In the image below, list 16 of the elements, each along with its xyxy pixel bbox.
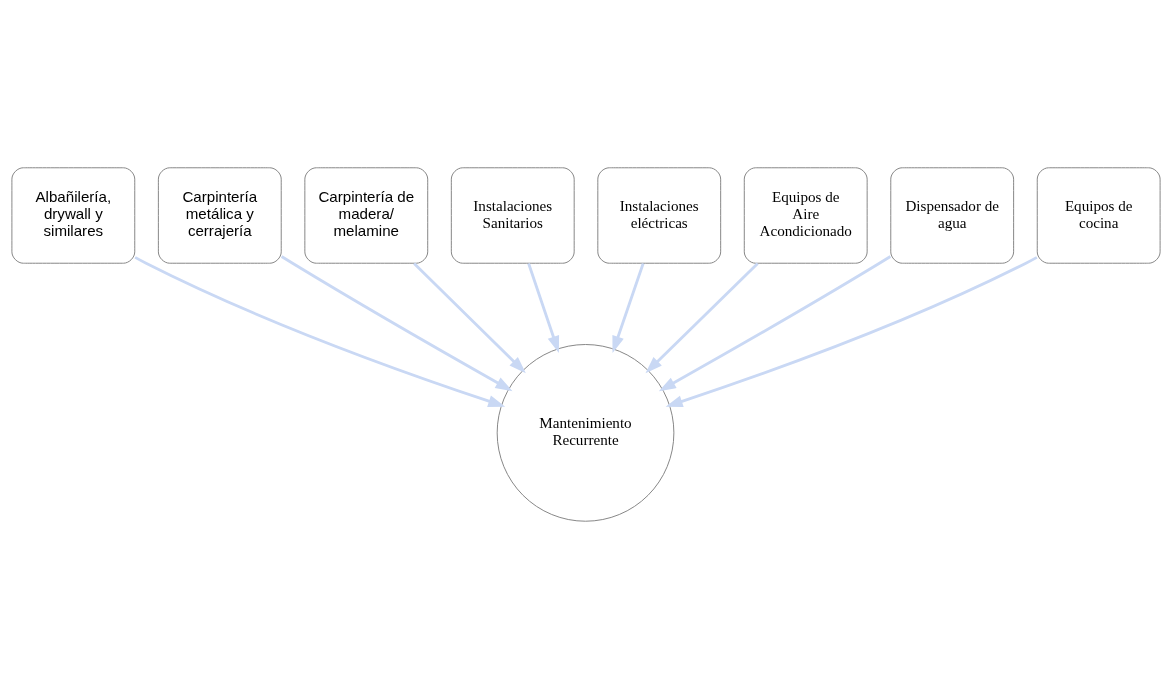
node-box: Albañilería, drywall y similares <box>11 166 136 264</box>
arrow <box>527 262 560 353</box>
node-box: Equipos de Aire Acondicionado <box>743 166 868 264</box>
arrow <box>665 255 1038 407</box>
node-box: Instalaciones Sanitarios <box>450 166 575 264</box>
arrow <box>413 261 526 373</box>
node-box: Equipos de cocina <box>1036 166 1161 264</box>
arrow <box>280 254 513 391</box>
arrow <box>645 261 759 373</box>
node-box: Instalaciones eléctricas <box>597 166 722 264</box>
arrow <box>658 254 892 391</box>
node-box: Dispensador de agua <box>890 166 1015 264</box>
arrow <box>612 262 645 353</box>
arrow <box>134 255 506 407</box>
node-box: Carpintería metálica y cerrajería <box>157 166 282 264</box>
node-box: Carpintería de madera/ melamine <box>304 166 429 264</box>
